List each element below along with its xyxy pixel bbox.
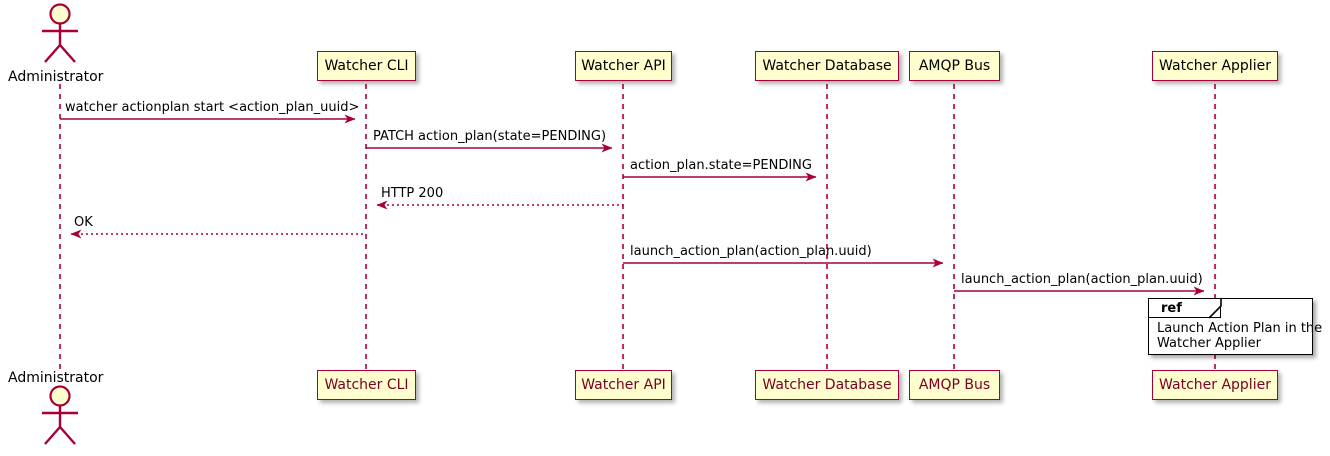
participant-box-watcher-applier-bottom[interactable]: Watcher Applier — [1152, 370, 1278, 400]
message-label-4: HTTP 200 — [381, 186, 444, 201]
actor-administrator-bottom — [42, 385, 78, 445]
participant-box-watcher-api-top[interactable]: Watcher API — [575, 51, 672, 81]
participant-box-watcher-api-bottom[interactable]: Watcher API — [575, 370, 672, 400]
message-label-6: launch_action_plan(action_plan.uuid) — [630, 244, 872, 259]
ref-tab-corner-icon — [1209, 299, 1222, 319]
ref-fragment-tab — [1149, 299, 1221, 318]
participant-box-watcher-cli-bottom[interactable]: Watcher CLI — [317, 370, 416, 400]
lifelines — [59, 84, 1216, 370]
participant-box-watcher-cli-top[interactable]: Watcher CLI — [317, 51, 416, 81]
actor-label-administrator-top: Administrator — [8, 69, 104, 85]
ref-fragment-keyword: ref — [1161, 301, 1182, 316]
message-label-5: OK — [74, 215, 93, 230]
message-label-7: launch_action_plan(action_plan.uuid) — [961, 272, 1203, 287]
message-label-1: watcher actionplan start <action_plan_uu… — [65, 100, 360, 115]
actor-label-administrator-bottom: Administrator — [8, 370, 104, 386]
participant-box-watcher-database-top[interactable]: Watcher Database — [755, 51, 899, 81]
message-arrows — [60, 114, 1205, 296]
participant-box-amqp-bus-bottom[interactable]: AMQP Bus — [909, 370, 1000, 400]
message-label-2: PATCH action_plan(state=PENDING) — [373, 129, 607, 144]
participant-box-amqp-bus-top[interactable]: AMQP Bus — [909, 51, 1000, 81]
participant-box-watcher-applier-top[interactable]: Watcher Applier — [1152, 51, 1278, 81]
ref-fragment-line-1: Launch Action Plan in the — [1157, 321, 1323, 336]
participant-box-watcher-database-bottom[interactable]: Watcher Database — [755, 370, 899, 400]
ref-fragment-line-2: Watcher Applier — [1157, 336, 1261, 351]
actor-administrator-top — [42, 3, 78, 63]
ref-fragment-text: Launch Action Plan in the Watcher Applie… — [1157, 321, 1322, 351]
message-label-3: action_plan.state=PENDING — [630, 158, 812, 173]
ref-fragment-box[interactable]: ref Launch Action Plan in the Watcher Ap… — [1148, 298, 1322, 355]
